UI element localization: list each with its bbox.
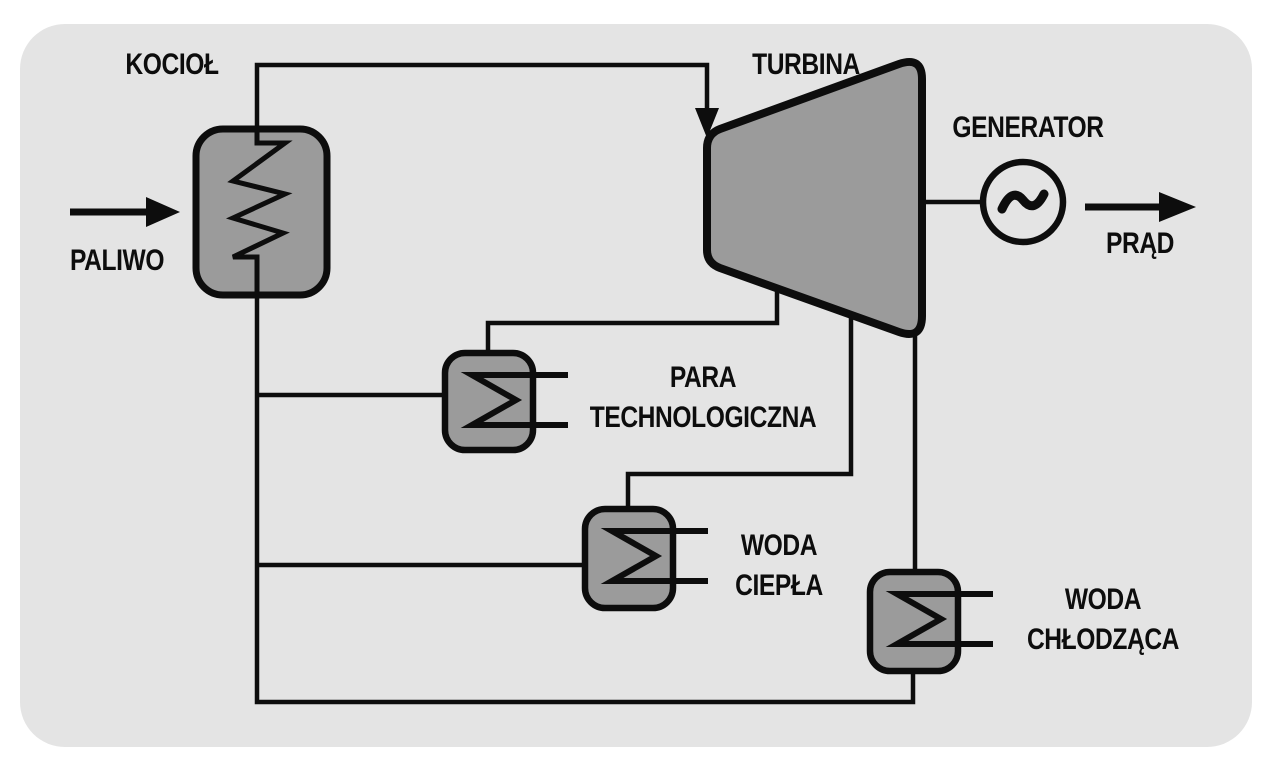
pipe-return-bottom bbox=[254, 294, 916, 705]
pipe-turbine-to-process-steam bbox=[485, 286, 780, 354]
cooling-water-label: WODA CHŁODZĄCA bbox=[1026, 580, 1180, 660]
electricity-label: PRĄD bbox=[1105, 227, 1175, 260]
turbine-label: TURBINA bbox=[752, 48, 860, 81]
hx-warm-water-node bbox=[581, 505, 708, 612]
process-steam-label: PARA TECHNOLOGICZNA bbox=[590, 358, 817, 438]
warm-water-label-line1: WODA bbox=[740, 529, 818, 562]
pipe-turbine-to-warm-water bbox=[625, 306, 854, 510]
hx-warm-water-box bbox=[581, 505, 677, 612]
boiler-label: KOCIOŁ bbox=[125, 48, 219, 81]
turbine-inlet-arrowhead bbox=[695, 108, 719, 138]
process-steam-label-line1: PARA bbox=[669, 361, 737, 394]
boiler-vessel bbox=[192, 125, 331, 299]
pipe-boiler-to-turbine bbox=[254, 62, 710, 130]
fuel-label: PALIWO bbox=[69, 244, 165, 277]
generator-tilde-icon bbox=[997, 189, 1049, 214]
pipes bbox=[254, 62, 984, 705]
hx-process-steam-box bbox=[441, 349, 537, 454]
cooling-water-label-line1: WODA bbox=[1064, 583, 1142, 616]
process-steam-label-line2: TECHNOLOGICZNA bbox=[589, 401, 817, 434]
hx-cooling-water-sigma-icon bbox=[885, 591, 993, 647]
boiler-coil-icon bbox=[225, 131, 293, 296]
hx-process-steam-node bbox=[441, 349, 568, 454]
hx-cooling-water-box bbox=[866, 568, 962, 675]
generator-label: GENERATOR bbox=[952, 111, 1104, 144]
hx-process-steam-sigma-icon bbox=[460, 372, 568, 428]
fuel-arrowhead bbox=[146, 197, 180, 227]
boiler-node bbox=[192, 125, 331, 299]
generator-node bbox=[979, 158, 1067, 246]
fuel-input-arrow bbox=[70, 197, 180, 227]
cooling-water-label-line2: CHŁODZĄCA bbox=[1026, 623, 1180, 656]
warm-water-label-line2: CIEPŁA bbox=[735, 569, 823, 602]
turbine-shape bbox=[703, 57, 926, 338]
hx-cooling-water-node bbox=[866, 568, 993, 675]
hx-warm-water-sigma-icon bbox=[600, 528, 708, 584]
electricity-output-arrow bbox=[1085, 192, 1196, 222]
warm-water-label: WODA CIEPŁA bbox=[735, 526, 823, 606]
electricity-arrowhead bbox=[1159, 192, 1196, 222]
